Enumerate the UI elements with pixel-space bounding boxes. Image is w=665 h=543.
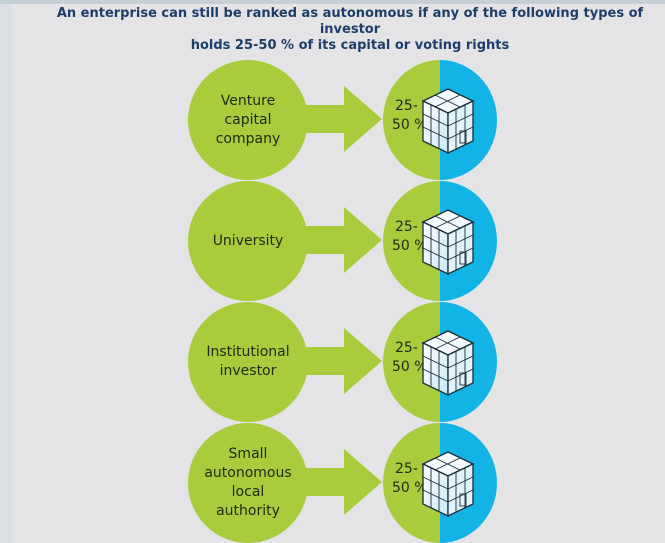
share-circle: 25- 50 %: [383, 181, 497, 301]
investor-row: University 25- 50 %: [0, 181, 665, 301]
share-percentage-line-2: 50 %: [392, 480, 428, 496]
title-line-1: An enterprise can still be ranked as aut…: [56, 6, 644, 37]
investor-circle: Venture capital company: [188, 60, 308, 180]
share-percentage-line-2: 50 %: [392, 359, 428, 375]
share-circle: 25- 50 %: [383, 302, 497, 422]
share-percentage-line-1: 25-: [395, 98, 418, 114]
top-frame-strip: [0, 0, 665, 4]
share-percentage: 25- 50 %: [392, 218, 438, 256]
investor-row: Venture capital company 25- 50 %: [0, 60, 665, 180]
share-percentage: 25- 50 %: [392, 97, 438, 135]
share-percentage-line-2: 50 %: [392, 117, 428, 133]
investor-label: University: [212, 232, 284, 249]
investor-circle: University: [188, 181, 308, 301]
building-icon: [421, 451, 475, 518]
share-percentage: 25- 50 %: [392, 339, 438, 377]
right-arrow-icon: [304, 207, 382, 273]
diagram-title: An enterprise can still be ranked as aut…: [40, 6, 660, 54]
investor-row: Small autonomous local authority 25- 50 …: [0, 423, 665, 543]
right-arrow-icon: [304, 449, 382, 515]
investor-label: Small autonomous local authority: [204, 446, 292, 519]
share-percentage-line-1: 25-: [395, 461, 418, 477]
share-circle: 25- 50 %: [383, 60, 497, 180]
building-icon: [421, 330, 475, 397]
share-percentage-line-2: 50 %: [392, 238, 428, 254]
left-frame-strip: [0, 0, 12, 543]
investor-row: Institutional investor 25- 50 %: [0, 302, 665, 422]
diagram-panel: [12, 4, 665, 543]
investor-circle: Institutional investor: [188, 302, 308, 422]
title-line-2: holds 25-50 % of its capital or voting r…: [190, 38, 510, 53]
investor-label: Venture capital company: [215, 92, 281, 147]
share-percentage: 25- 50 %: [392, 460, 438, 498]
share-percentage-line-1: 25-: [395, 219, 418, 235]
investor-circle: Small autonomous local authority: [188, 423, 308, 543]
investor-label: Institutional investor: [206, 344, 290, 379]
right-arrow-icon: [304, 328, 382, 394]
right-arrow-icon: [304, 86, 382, 152]
building-icon: [421, 209, 475, 276]
building-icon: [421, 88, 475, 155]
share-circle: 25- 50 %: [383, 423, 497, 543]
share-percentage-line-1: 25-: [395, 340, 418, 356]
